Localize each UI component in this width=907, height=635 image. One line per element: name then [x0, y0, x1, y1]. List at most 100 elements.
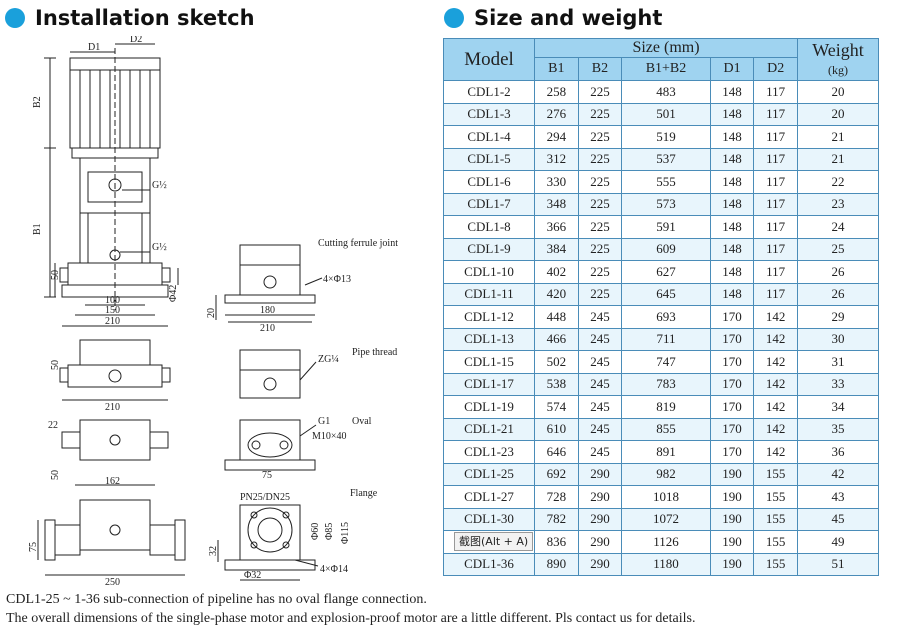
dim-d1: D1 — [88, 42, 100, 53]
value-cell: 22 — [797, 170, 879, 194]
value-cell: 142 — [753, 395, 798, 419]
value-cell: 836 — [534, 530, 579, 554]
model-cell: CDL1-25 — [443, 462, 535, 486]
value-cell: 25 — [797, 237, 879, 261]
value-cell: 190 — [709, 552, 755, 576]
value-cell: 43 — [797, 485, 879, 509]
value-cell: 519 — [621, 125, 711, 149]
value-cell: 142 — [753, 350, 798, 374]
dim-50-a: 50 — [50, 270, 61, 280]
value-cell: 148 — [709, 147, 755, 171]
value-cell: 276 — [534, 102, 579, 126]
header-b1: B1 — [534, 57, 579, 81]
value-cell: 117 — [753, 102, 798, 126]
value-cell: 782 — [534, 507, 579, 531]
dim-50-c: 50 — [50, 470, 61, 480]
value-cell: 1072 — [621, 507, 711, 531]
installation-sketch-drawing: D1 D2 B2 B1 50 100 150 210 Φ42 G½ G½ Cut… — [28, 36, 398, 586]
value-cell: 170 — [709, 395, 755, 419]
value-cell: 51 — [797, 552, 879, 576]
value-cell: 890 — [534, 552, 579, 576]
value-cell: 170 — [709, 372, 755, 396]
value-cell: 35 — [797, 417, 879, 441]
label-4x13: 4×Φ13 — [323, 274, 351, 285]
header-weight-unit: (kg) — [828, 62, 848, 77]
value-cell: 36 — [797, 440, 879, 464]
value-cell: 1018 — [621, 485, 711, 509]
value-cell: 170 — [709, 440, 755, 464]
model-cell: CDL1-21 — [443, 417, 535, 441]
dim-phi115: Φ115 — [340, 522, 351, 544]
value-cell: 728 — [534, 485, 579, 509]
value-cell: 819 — [621, 395, 711, 419]
value-cell: 245 — [577, 350, 623, 374]
value-cell: 21 — [797, 147, 879, 171]
value-cell: 747 — [621, 350, 711, 374]
value-cell: 142 — [753, 417, 798, 441]
dim-210-b: 210 — [260, 323, 275, 334]
value-cell: 609 — [621, 237, 711, 261]
value-cell: 574 — [534, 395, 579, 419]
screenshot-button[interactable]: 截图(Alt + A) — [454, 532, 534, 551]
value-cell: 627 — [621, 260, 711, 284]
value-cell: 117 — [753, 125, 798, 149]
value-cell: 20 — [797, 102, 879, 126]
value-cell: 45 — [797, 507, 879, 531]
value-cell: 33 — [797, 372, 879, 396]
model-cell: CDL1-3 — [443, 102, 535, 126]
value-cell: 225 — [577, 170, 623, 194]
model-cell: CDL1-7 — [443, 192, 535, 216]
value-cell: 117 — [753, 170, 798, 194]
value-cell: 448 — [534, 305, 579, 329]
label-g1: G1 — [318, 416, 330, 427]
dim-75-b: 75 — [28, 542, 39, 552]
flange-detail — [37, 499, 319, 581]
value-cell: 537 — [621, 147, 711, 171]
value-cell: 155 — [753, 530, 798, 554]
pipe-thread-detail — [59, 339, 317, 401]
installation-sketch-title: Installation sketch — [5, 6, 255, 30]
model-cell: CDL1-5 — [443, 147, 535, 171]
model-cell: CDL1-10 — [443, 260, 535, 284]
footnote-1: CDL1-25 ~ 1-36 sub-connection of pipelin… — [6, 592, 427, 607]
dim-20: 20 — [206, 308, 217, 318]
value-cell: 31 — [797, 350, 879, 374]
model-cell: CDL1-8 — [443, 215, 535, 239]
blue-bullet-icon — [444, 8, 464, 28]
value-cell: 693 — [621, 305, 711, 329]
value-cell: 783 — [621, 372, 711, 396]
value-cell: 645 — [621, 282, 711, 306]
dim-210-a: 210 — [105, 316, 120, 327]
value-cell: 225 — [577, 125, 623, 149]
value-cell: 21 — [797, 125, 879, 149]
dim-150: 150 — [105, 305, 120, 316]
value-cell: 148 — [709, 80, 755, 104]
model-cell: CDL1-36 — [443, 552, 535, 576]
dim-50-b: 50 — [50, 360, 61, 370]
value-cell: 117 — [753, 282, 798, 306]
size-weight-table: Model Size (mm) Weight (kg) B1 B2 B1+B2 … — [443, 38, 879, 576]
model-cell: CDL1-6 — [443, 170, 535, 194]
model-cell: CDL1-4 — [443, 125, 535, 149]
value-cell: 148 — [709, 102, 755, 126]
label-g-half-b: G½ — [152, 242, 167, 253]
label-flange: Flange — [350, 488, 378, 499]
value-cell: 610 — [534, 417, 579, 441]
value-cell: 148 — [709, 125, 755, 149]
dim-162: 162 — [105, 476, 120, 487]
value-cell: 26 — [797, 260, 879, 284]
model-cell: CDL1-23 — [443, 440, 535, 464]
model-cell: CDL1-27 — [443, 485, 535, 509]
value-cell: 148 — [709, 282, 755, 306]
dim-b2: B2 — [32, 96, 43, 108]
value-cell: 148 — [709, 237, 755, 261]
value-cell: 190 — [709, 507, 755, 531]
header-weight: Weight (kg) — [797, 38, 879, 81]
value-cell: 245 — [577, 372, 623, 396]
